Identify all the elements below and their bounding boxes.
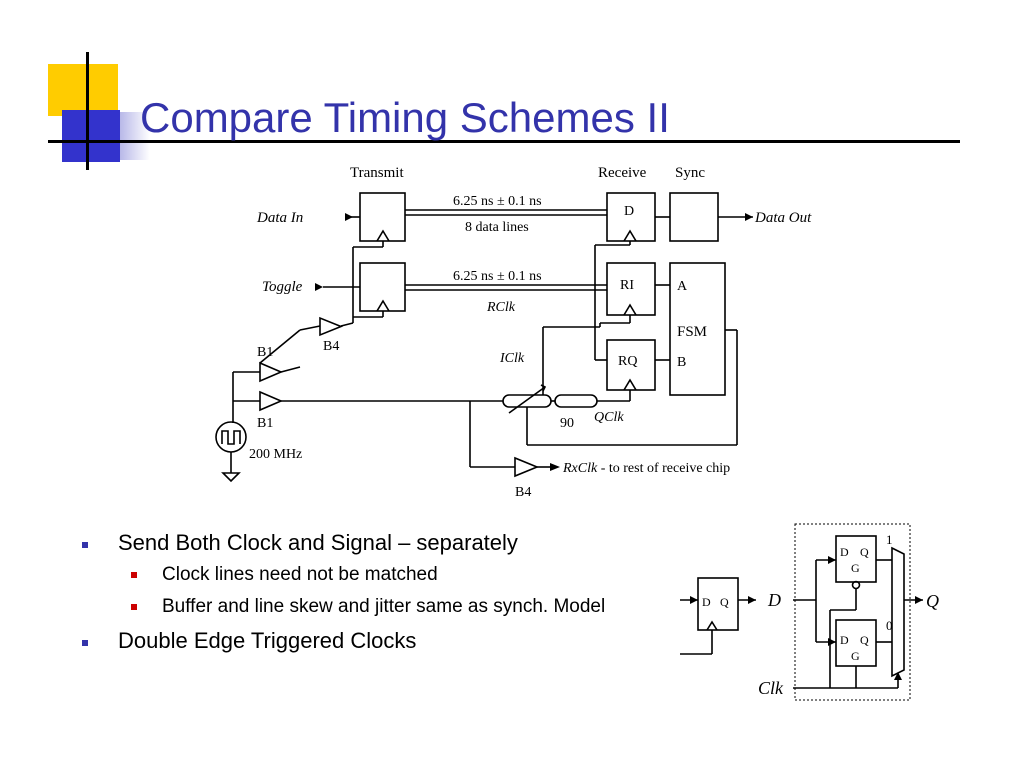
receive-reg-rq xyxy=(606,339,656,391)
b4-top-label: B4 xyxy=(323,339,339,354)
b1-top-label: B1 xyxy=(257,345,273,360)
latch1-g-label: G xyxy=(851,561,860,575)
clk-label: Clk xyxy=(758,678,784,698)
delay-variable xyxy=(502,394,552,408)
input-d-label: D xyxy=(767,590,781,610)
simple-ff xyxy=(697,577,739,631)
latch2-d-label: D xyxy=(840,633,849,647)
mux-0-label: 0 xyxy=(886,618,893,633)
fsm-block xyxy=(669,262,726,396)
latch1-q-label: Q xyxy=(860,545,869,559)
output-q-label: Q xyxy=(926,591,939,611)
oscillator xyxy=(215,421,247,453)
sync-label: Sync xyxy=(675,165,705,181)
buffer-b1-bottom xyxy=(259,390,284,412)
receive-label: Receive xyxy=(598,165,647,181)
b4-bottom-label: B4 xyxy=(515,485,531,500)
decor-fade xyxy=(120,112,150,160)
b1-bottom-label: B1 xyxy=(257,416,273,431)
ff-q-label: Q xyxy=(720,595,729,609)
iclk-label: IClk xyxy=(499,351,525,366)
timing-2-label: 6.25 ns ± 0.1 ns xyxy=(453,269,542,284)
bullet-item: Send Both Clock and Signal – separately xyxy=(80,528,640,558)
bullet-item: Double Edge Triggered Clocks xyxy=(80,626,640,656)
data-lines-label: 8 data lines xyxy=(465,220,529,235)
buffer-b4-top xyxy=(319,316,344,337)
decor-vertical-line xyxy=(86,52,89,170)
mux-1-label: 1 xyxy=(886,532,893,547)
rclk-label: RClk xyxy=(486,300,516,315)
delay-90 xyxy=(554,394,598,408)
fsm-label: FSM xyxy=(677,324,707,340)
data-in-label: Data In xyxy=(256,210,303,226)
mux xyxy=(891,546,905,678)
sub-bullet-item: Buffer and line skew and jitter same as … xyxy=(80,594,640,620)
latch-1 xyxy=(835,535,877,583)
delay-90-label: 90 xyxy=(560,416,574,431)
reg-d-label: D xyxy=(624,204,634,219)
latch2-g-label: G xyxy=(851,649,860,663)
decor-blue-square xyxy=(62,110,120,162)
qclk-label: QClk xyxy=(594,410,624,425)
latch2-q-label: Q xyxy=(860,633,869,647)
bullet-list: Send Both Clock and Signal – separately … xyxy=(80,528,640,660)
double-edge-ff-diagram: D Q D Q G D Q G 1 0 D Q Clk xyxy=(680,523,939,701)
fsm-b-label: B xyxy=(677,355,686,370)
toggle-label: Toggle xyxy=(262,279,303,295)
buffer-b1-top xyxy=(259,361,284,383)
transmit-ff-data xyxy=(359,192,406,242)
slide-title: Compare Timing Schemes II xyxy=(140,94,670,141)
ddet-frame xyxy=(794,523,911,701)
receive-reg-ri xyxy=(606,262,656,316)
transmit-label: Transmit xyxy=(350,165,404,181)
data-out-label: Data Out xyxy=(754,210,812,226)
latch1-d-label: D xyxy=(840,545,849,559)
transmit-ff-toggle xyxy=(359,262,406,312)
timing-circuit-diagram: Transmit Receive Sync Data In Data Out T… xyxy=(215,165,812,500)
ff-d-label: D xyxy=(702,595,711,609)
osc-freq-label: 200 MHz xyxy=(249,447,302,462)
reg-ri-label: RI xyxy=(620,278,634,293)
title-underline xyxy=(48,140,960,143)
fsm-a-label: A xyxy=(677,279,688,294)
timing-1-label: 6.25 ns ± 0.1 ns xyxy=(453,194,542,209)
reg-rq-label: RQ xyxy=(618,354,637,369)
sub-bullet-item: Clock lines need not be matched xyxy=(80,562,640,588)
buffer-b4-bottom xyxy=(514,456,540,478)
sync-reg xyxy=(669,192,719,242)
decor-yellow-square xyxy=(48,64,118,116)
rxclk-label: RxClk - to rest of receive chip xyxy=(562,461,730,476)
